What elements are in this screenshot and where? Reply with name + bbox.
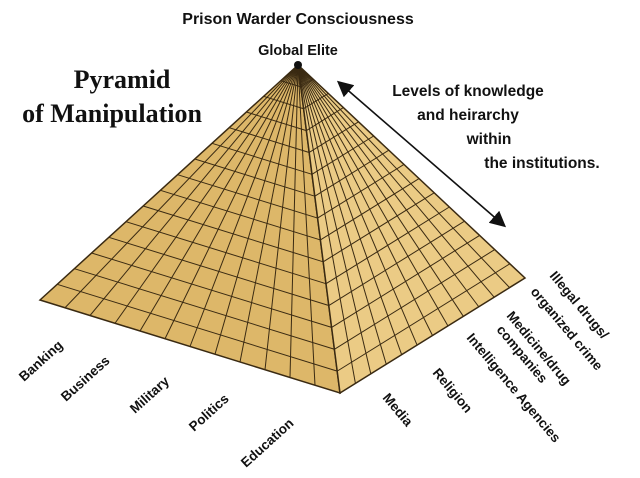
label-business: Business	[58, 353, 113, 404]
label-military: Military	[127, 373, 173, 416]
left-face-column-line	[164, 64, 299, 339]
left-face-column-line	[214, 64, 299, 355]
label-education: Education	[238, 415, 297, 470]
left-face-column-line	[239, 64, 299, 363]
hierarchy-arrow	[336, 80, 507, 228]
apex-label: Global Elite	[258, 43, 338, 59]
annotation-line-3: within	[466, 131, 512, 148]
title-line-2: of Manipulation	[22, 99, 202, 128]
top-title: Prison Warder Consciousness	[182, 11, 414, 28]
left-face-column-line	[139, 64, 299, 332]
title-line-1: Pyramid	[74, 65, 171, 94]
apex-point	[294, 61, 302, 69]
annotation-line-2: and heirarchy	[417, 107, 519, 124]
left-face-column-line	[297, 64, 316, 386]
right-face-column-line	[297, 64, 372, 374]
left-face-column-line	[189, 64, 299, 347]
left-face-column-line	[289, 64, 299, 378]
label-media: Media	[380, 390, 416, 429]
label-religion: Religion	[430, 365, 476, 415]
label-politics: Politics	[186, 391, 232, 434]
left-face-column-line	[264, 64, 299, 370]
label-banking: Banking	[16, 337, 66, 384]
annotation-line-1: Levels of knowledge	[392, 83, 544, 100]
left-face-column-line	[89, 64, 299, 316]
annotation-line-4: the institutions.	[484, 155, 599, 172]
right-face-column-line	[297, 64, 356, 384]
left-face-column-line	[64, 64, 299, 309]
left-face-column-line	[114, 64, 299, 324]
